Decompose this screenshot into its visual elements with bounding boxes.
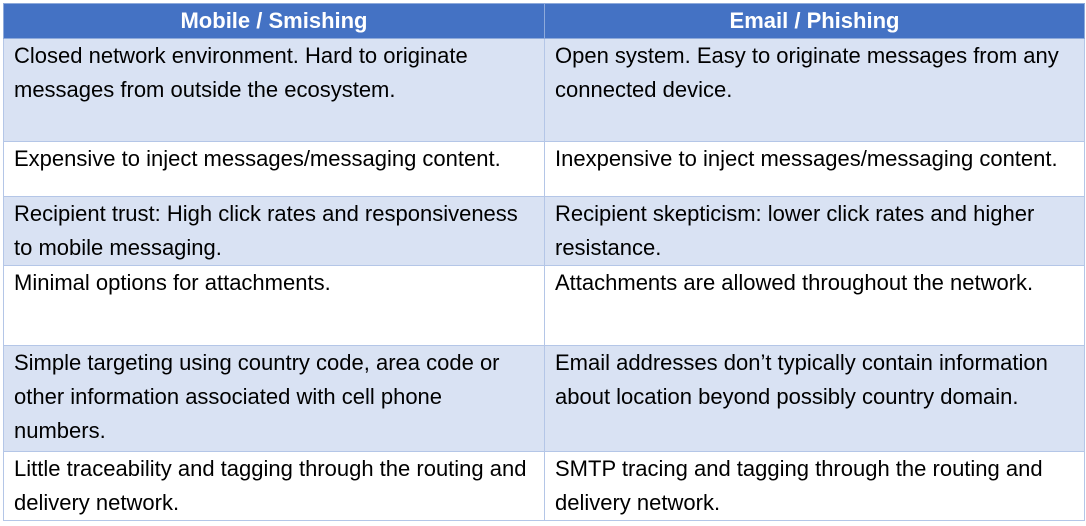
cell-mobile: Little traceability and tagging through … [3,451,545,521]
cell-mobile: Expensive to inject messages/messaging c… [3,141,545,197]
header-email-phishing: Email / Phishing [544,3,1085,39]
header-row: Mobile / Smishing Email / Phishing [3,3,1085,39]
header-mobile-smishing: Mobile / Smishing [3,3,545,39]
cell-email: Inexpensive to inject messages/messaging… [544,141,1085,197]
cell-email: Attachments are allowed throughout the n… [544,265,1085,346]
table-row: Closed network environment. Hard to orig… [3,38,1085,142]
cell-mobile: Closed network environment. Hard to orig… [3,38,545,142]
cell-mobile: Recipient trust: High click rates and re… [3,196,545,266]
cell-email: Open system. Easy to originate messages … [544,38,1085,142]
table-row: Recipient trust: High click rates and re… [3,196,1085,266]
comparison-table: Mobile / Smishing Email / Phishing Close… [3,3,1085,521]
table-row: Little traceability and tagging through … [3,451,1085,521]
table-row: Expensive to inject messages/messaging c… [3,141,1085,197]
table-row: Simple targeting using country code, are… [3,345,1085,452]
table-row: Minimal options for attachments. Attachm… [3,265,1085,346]
cell-email: SMTP tracing and tagging through the rou… [544,451,1085,521]
cell-mobile: Simple targeting using country code, are… [3,345,545,452]
cell-email: Recipient skepticism: lower click rates … [544,196,1085,266]
cell-mobile: Minimal options for attachments. [3,265,545,346]
cell-email: Email addresses don’t typically contain … [544,345,1085,452]
